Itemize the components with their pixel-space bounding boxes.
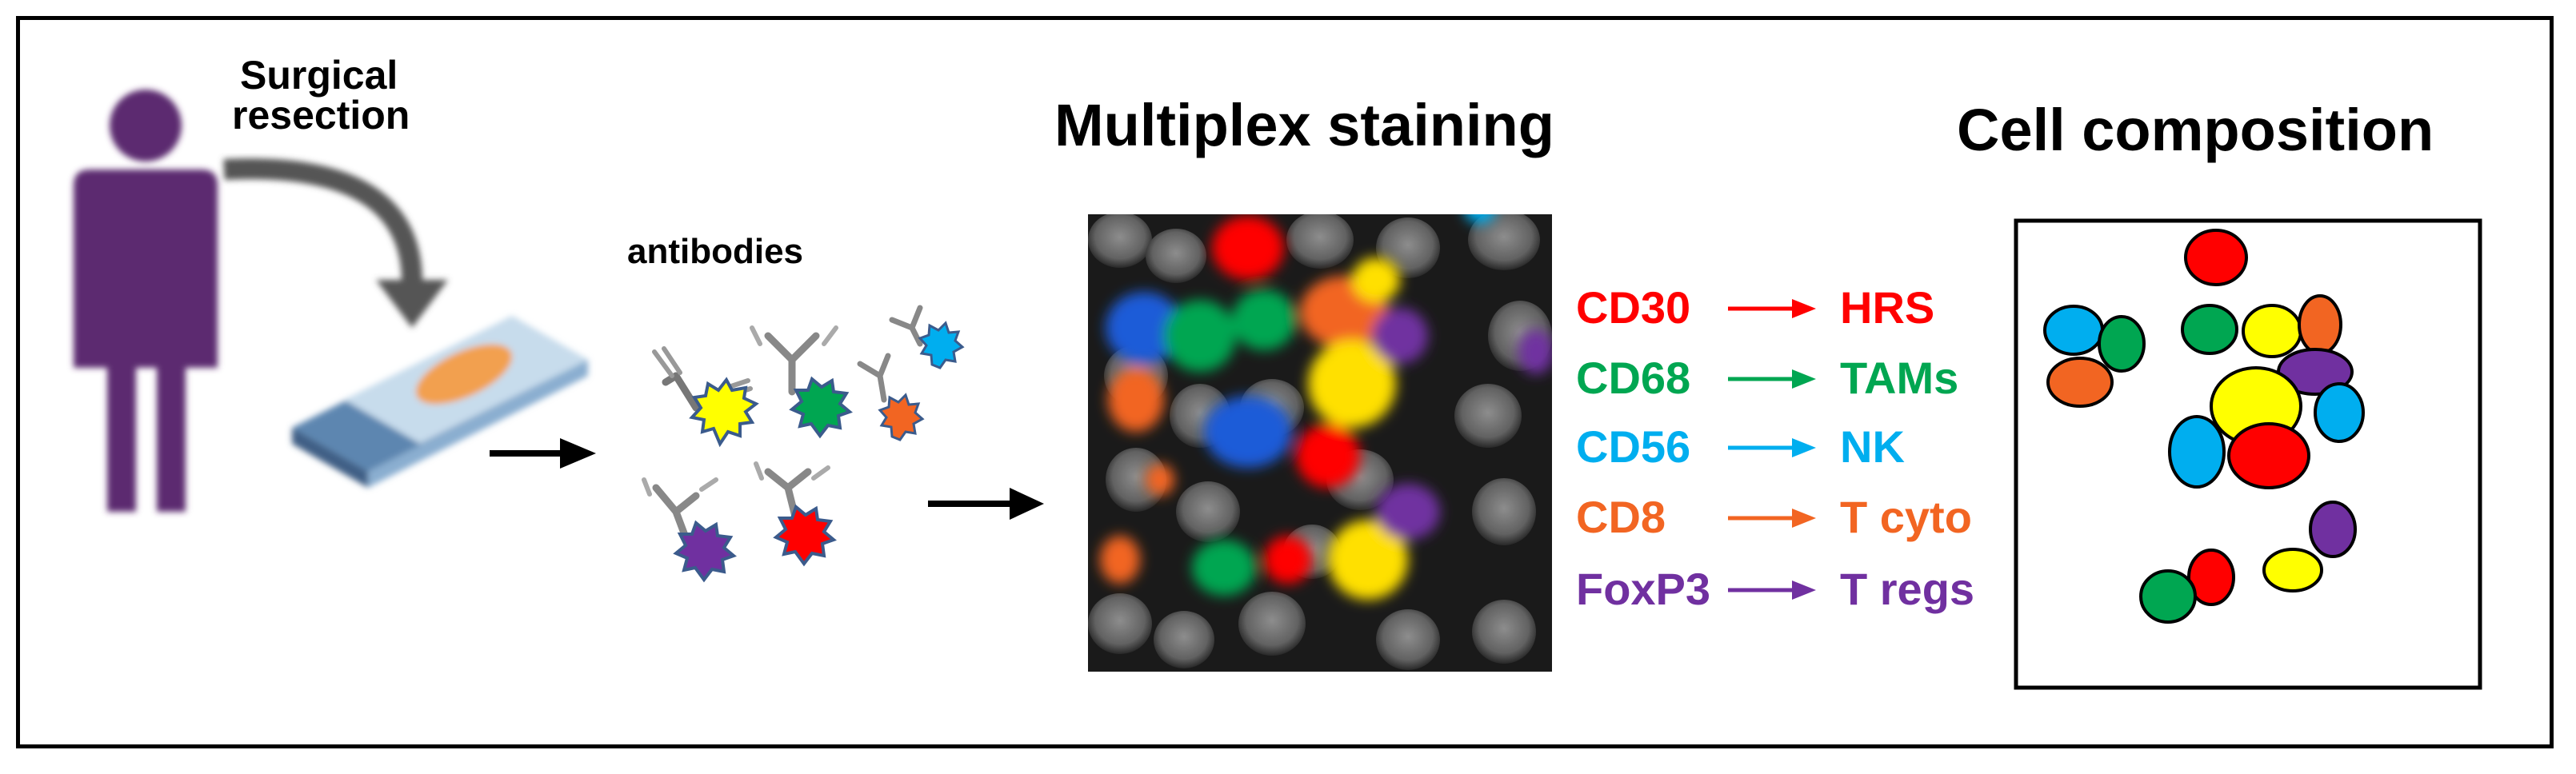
marker-cd30: CD30 — [1576, 282, 1691, 333]
cell-t-regs: T regs — [1840, 564, 1975, 614]
marker-cd8: CD8 — [1576, 492, 1666, 542]
antibody-group — [642, 305, 965, 583]
marker-cd56: CD56 — [1576, 421, 1691, 472]
arrow-foxp3 — [1728, 580, 1816, 600]
cell-composition-cells — [2043, 229, 2365, 624]
cell-hrs: HRS — [1840, 282, 1935, 333]
antibody-green-icon — [750, 325, 853, 439]
arrow-to-antibodies — [490, 438, 596, 469]
arrow-cd56 — [1728, 438, 1816, 457]
antibodies-label: antibodies — [627, 232, 804, 271]
antibody-orange-icon — [857, 353, 925, 441]
cell-t-cyto: T cyto — [1840, 492, 1972, 542]
arrow-to-staining — [928, 488, 1044, 520]
cell-tams: TAMs — [1840, 353, 1959, 403]
multiplex-staining-title: Multiplex staining — [1054, 92, 1554, 158]
marker-arrows — [1728, 299, 1816, 600]
antibody-blue-icon — [889, 305, 965, 369]
curved-arrow-icon — [223, 158, 448, 328]
antibody-red-icon — [754, 461, 837, 567]
cell-nk: NK — [1840, 421, 1905, 472]
person-icon — [74, 90, 218, 512]
antibody-purple-icon — [642, 477, 737, 583]
marker-foxp3: FoxP3 — [1576, 564, 1711, 614]
surgical-label-line2: resection — [232, 93, 410, 138]
surgical-label-line1: Surgical — [240, 53, 398, 98]
marker-cd68: CD68 — [1576, 353, 1691, 403]
arrow-cd68 — [1728, 369, 1816, 389]
antibody-yellow-icon — [652, 346, 759, 448]
cell-composition-box — [2014, 218, 2482, 690]
glass-slide-icon — [292, 316, 588, 488]
arrow-cd30 — [1728, 299, 1816, 318]
multiplex-microscopy-image — [1088, 214, 1552, 672]
arrow-cd8 — [1728, 509, 1816, 528]
cell-composition-title: Cell composition — [1957, 97, 2434, 163]
